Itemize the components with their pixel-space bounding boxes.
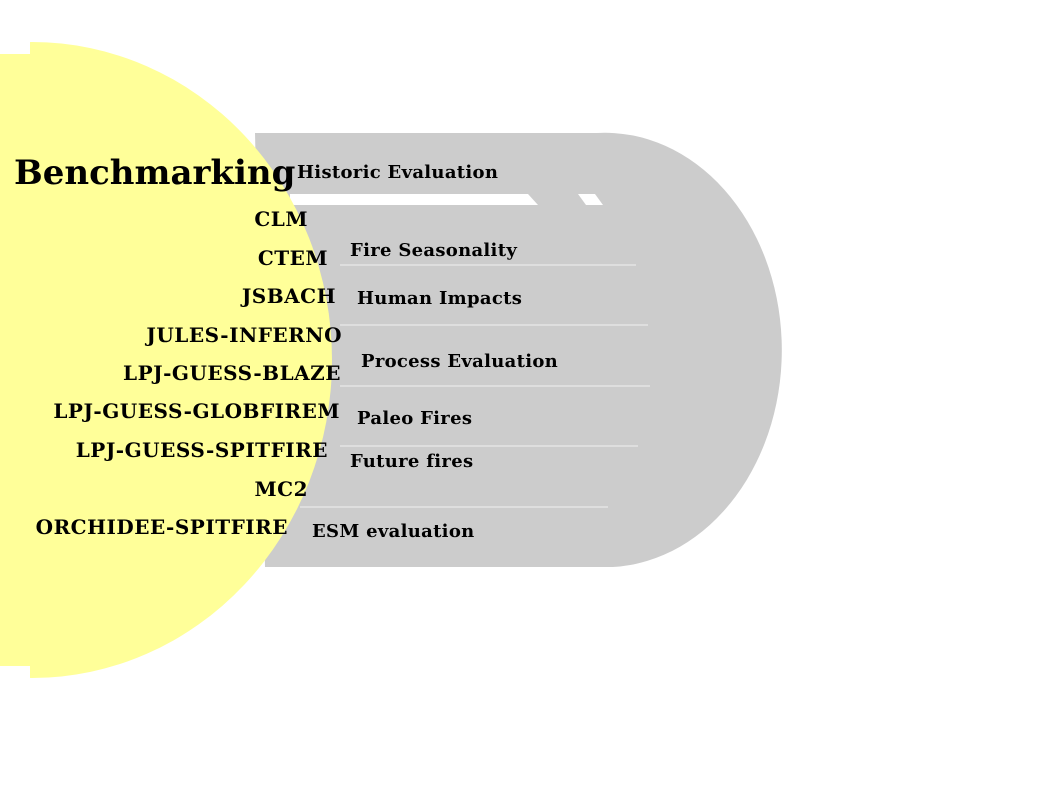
model-label: JSBACH [240, 284, 336, 308]
disc-edge-step [0, 666, 30, 678]
model-label: CLM [254, 207, 308, 231]
evaluation-label: Future fires [350, 451, 473, 472]
band-separators [300, 264, 650, 508]
model-label: JULES-INFERNO [144, 323, 342, 347]
evaluation-label: Historic Evaluation [297, 162, 498, 183]
evaluation-band [255, 132, 782, 567]
evaluation-label: Paleo Fires [357, 408, 472, 429]
model-labels: CLM CTEM JSBACH JULES-INFERNO LPJ-GUESS-… [36, 207, 342, 539]
evaluation-label: Fire Seasonality [350, 240, 517, 261]
evaluation-label: Human Impacts [357, 288, 522, 309]
models-disc [0, 42, 332, 678]
band-notch [290, 194, 538, 205]
model-label: LPJ-GUESS-BLAZE [123, 361, 341, 385]
model-label: LPJ-GUESS-GLOBFIREM [53, 399, 340, 423]
diagram-title: Benchmarking [14, 153, 295, 193]
disc-edge-step [0, 42, 30, 54]
evaluation-label: ESM evaluation [312, 521, 475, 542]
band-notch-small [578, 194, 603, 205]
evaluation-labels: Historic Evaluation Fire Seasonality Hum… [297, 162, 558, 542]
evaluation-label: Process Evaluation [361, 351, 558, 372]
model-label: MC2 [255, 477, 308, 501]
model-label: ORCHIDEE-SPITFIRE [36, 515, 288, 539]
model-label: CTEM [258, 246, 328, 270]
model-label: LPJ-GUESS-SPITFIRE [76, 438, 328, 462]
